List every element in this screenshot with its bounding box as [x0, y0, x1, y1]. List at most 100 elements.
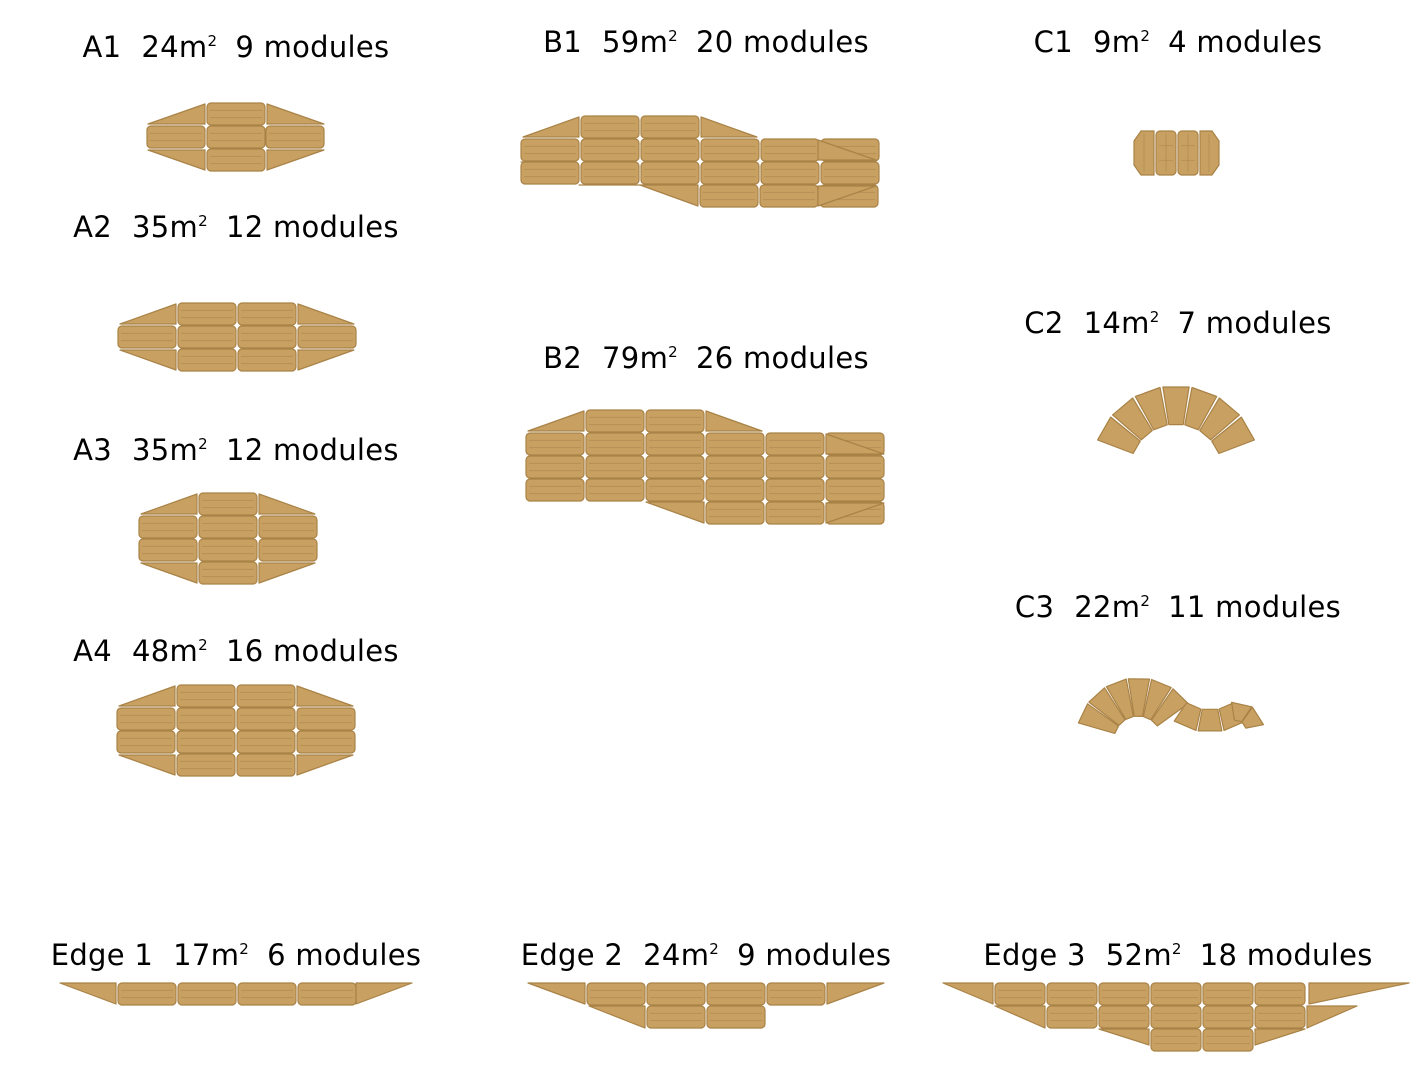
deck-module — [580, 161, 640, 185]
deck-module-wedge — [700, 116, 758, 138]
deck-module — [699, 184, 759, 208]
deck-module — [520, 161, 580, 185]
deck-module — [760, 161, 820, 185]
deck-module-wedge — [1088, 687, 1126, 726]
deck-module-wedge — [942, 982, 994, 1005]
deck-module — [580, 115, 640, 139]
deck-module — [765, 455, 825, 479]
deck-module — [525, 455, 585, 479]
deck-module — [640, 115, 700, 139]
deck-module-wedge — [1306, 1005, 1358, 1029]
deck-module — [586, 982, 646, 1006]
deck-module — [585, 455, 645, 479]
deck-module — [258, 515, 318, 539]
deck-module — [258, 538, 318, 562]
deck-module — [585, 409, 645, 433]
deck-module — [700, 161, 760, 185]
deck-module — [206, 125, 266, 149]
deck-module — [1202, 982, 1254, 1006]
deck-module-wedge — [1077, 703, 1120, 735]
deck-module — [198, 538, 258, 562]
deck-module-wedge — [825, 433, 885, 455]
deck-module-wedge — [119, 349, 177, 371]
deck-module — [1046, 982, 1098, 1006]
deck-module-wedge — [258, 562, 316, 584]
deck-module — [820, 161, 880, 185]
deck-module-wedge — [527, 982, 586, 1005]
deck-module-wedge — [266, 103, 325, 125]
deck-module — [1254, 982, 1306, 1006]
layout-c2-modules — [1096, 386, 1256, 455]
deck-module — [580, 138, 640, 162]
deck-module — [1202, 1028, 1254, 1052]
deck-module — [645, 455, 705, 479]
deck-module — [705, 455, 765, 479]
layout-a3-modules — [138, 492, 318, 585]
deck-module — [706, 1005, 766, 1029]
deck-module-wedge — [1184, 386, 1218, 431]
deck-module — [705, 432, 765, 456]
deck-module-wedge — [527, 410, 585, 432]
deck-module-wedge — [266, 149, 325, 171]
deck-module — [236, 753, 296, 777]
deck-module-wedge — [1142, 678, 1172, 721]
deck-module-wedge — [140, 562, 198, 584]
deck-module-wedge — [296, 685, 354, 707]
deck-module-wedge — [588, 1005, 646, 1029]
deck-module — [700, 138, 760, 162]
deck-module — [705, 501, 765, 525]
deck-module — [760, 138, 820, 162]
deck-module — [646, 982, 706, 1006]
deck-module — [645, 409, 705, 433]
deck-module — [765, 478, 825, 502]
deck-module-wedge — [522, 116, 580, 138]
deck-module — [265, 125, 325, 149]
deck-module — [297, 325, 357, 349]
deck-module — [640, 161, 700, 185]
deck-module — [176, 707, 236, 731]
deck-module — [236, 730, 296, 754]
deck-module-wedge — [1197, 708, 1223, 732]
deck-module — [176, 753, 236, 777]
deck-module-wedge — [705, 410, 763, 432]
deck-module — [645, 478, 705, 502]
deck-module — [116, 730, 176, 754]
deck-module — [206, 102, 266, 126]
deck-module — [116, 707, 176, 731]
deck-module — [198, 492, 258, 516]
deck-module-wedge — [817, 139, 877, 161]
deck-module — [525, 478, 585, 502]
deck-module-wedge — [140, 493, 198, 515]
deck-module — [297, 982, 357, 1006]
layout-edge1-modules — [59, 982, 413, 1006]
deck-module-wedge — [1211, 416, 1256, 455]
layout-a2-modules — [117, 302, 357, 372]
deck-module-wedge — [59, 982, 117, 1005]
deck-module — [296, 707, 356, 731]
deck-module — [176, 684, 236, 708]
deck-module — [1150, 1028, 1202, 1052]
deck-module — [146, 125, 206, 149]
deck-module-wedge — [118, 754, 176, 776]
deck-module-wedge — [147, 103, 206, 125]
deck-module — [1254, 1005, 1306, 1029]
deck-module-wedge — [1134, 386, 1168, 431]
deck-module — [236, 707, 296, 731]
deck-module-wedge — [645, 501, 705, 524]
deck-module — [1150, 1005, 1202, 1029]
deck-module — [237, 302, 297, 326]
deck-module — [1199, 130, 1220, 176]
deck-module — [177, 302, 237, 326]
deck-module-wedge — [1098, 1028, 1150, 1046]
